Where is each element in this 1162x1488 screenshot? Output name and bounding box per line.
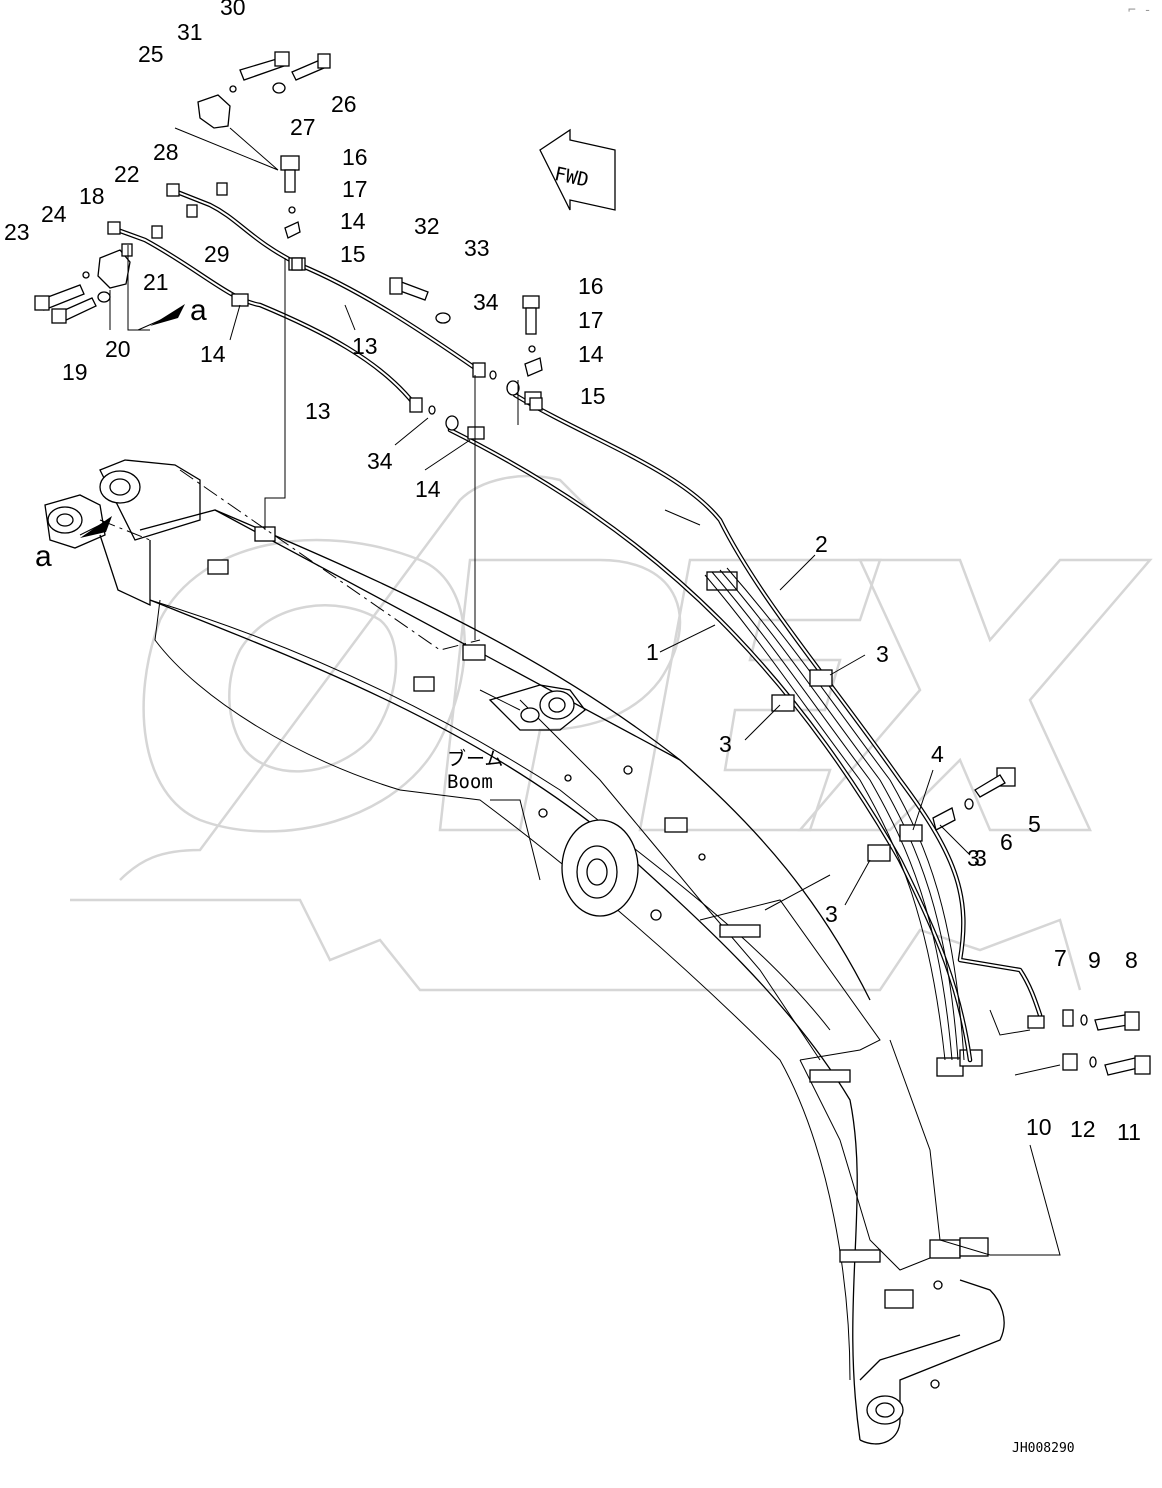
callout-12: 12	[1070, 1116, 1096, 1142]
callout-17: 17	[578, 307, 604, 333]
callout-3: 3	[825, 901, 838, 927]
callout-15: 15	[580, 383, 606, 409]
callout-34: 34	[473, 289, 499, 315]
pipes-13	[107, 183, 486, 413]
view-arrows	[80, 304, 185, 538]
callout-2: 2	[815, 531, 828, 557]
callout-26: 26	[331, 91, 357, 117]
callout-16: 16	[578, 273, 604, 299]
hose-bundle	[447, 392, 1043, 1063]
watermark-logo	[70, 474, 1153, 992]
callout-31: 31	[177, 19, 203, 45]
callout-27: 27	[290, 114, 316, 140]
callout-16: 16	[342, 144, 368, 170]
callout-9: 9	[1088, 947, 1101, 973]
callout-8: 8	[1125, 947, 1138, 973]
callout-labels: 1 2 3 3 3 3 3 4 5 6 7 8 9 10 11 12 13 13…	[4, 0, 1141, 1145]
boom-outline	[44, 459, 1005, 1445]
callout-22: 22	[114, 161, 140, 187]
callout-30: 30	[220, 0, 246, 20]
callout-14: 14	[415, 476, 441, 502]
view-label-a-upper: a	[190, 294, 207, 327]
callout-14: 14	[200, 341, 226, 367]
callout-10: 10	[1026, 1114, 1052, 1140]
callout-15: 15	[340, 241, 366, 267]
callout-14: 14	[578, 341, 604, 367]
boom-label-jp: ブーム	[447, 747, 503, 770]
callout-33: 33	[464, 235, 490, 261]
callout-19: 19	[62, 359, 88, 385]
callout-23: 23	[4, 219, 30, 245]
callout-7: 7	[1054, 945, 1067, 971]
callout-32: 32	[414, 213, 440, 239]
callout-5: 5	[1028, 811, 1041, 837]
callout-4: 4	[931, 741, 944, 767]
callout-3: 3	[967, 845, 980, 871]
boom-label-en: Boom	[447, 771, 493, 793]
callout-3: 3	[974, 845, 987, 871]
view-label-a-lower: a	[35, 540, 52, 573]
callout-14: 14	[340, 208, 366, 234]
callout-13: 13	[305, 398, 331, 424]
callout-18: 18	[79, 183, 105, 209]
callout-25: 25	[138, 41, 164, 67]
fasteners	[34, 51, 1151, 1076]
callout-28: 28	[153, 139, 179, 165]
callout-21: 21	[143, 269, 169, 295]
callout-17: 17	[342, 176, 368, 202]
corner-mark: ⌐ -	[1128, 3, 1151, 18]
leader-lines	[79, 127, 1061, 1256]
callout-24: 24	[41, 201, 67, 227]
callout-1: 1	[646, 639, 659, 665]
callout-leaders	[229, 304, 971, 906]
callout-34: 34	[367, 448, 393, 474]
callout-29: 29	[204, 241, 230, 267]
callout-6: 6	[1000, 829, 1013, 855]
callout-13: 13	[352, 333, 378, 359]
callout-20: 20	[105, 336, 131, 362]
drawing-code: JH008290	[1012, 1441, 1075, 1456]
callout-11: 11	[1117, 1119, 1141, 1145]
fwd-arrow: FWD	[539, 128, 616, 211]
boom-brackets	[207, 526, 989, 1389]
callout-3: 3	[719, 731, 732, 757]
callout-3: 3	[876, 641, 889, 667]
